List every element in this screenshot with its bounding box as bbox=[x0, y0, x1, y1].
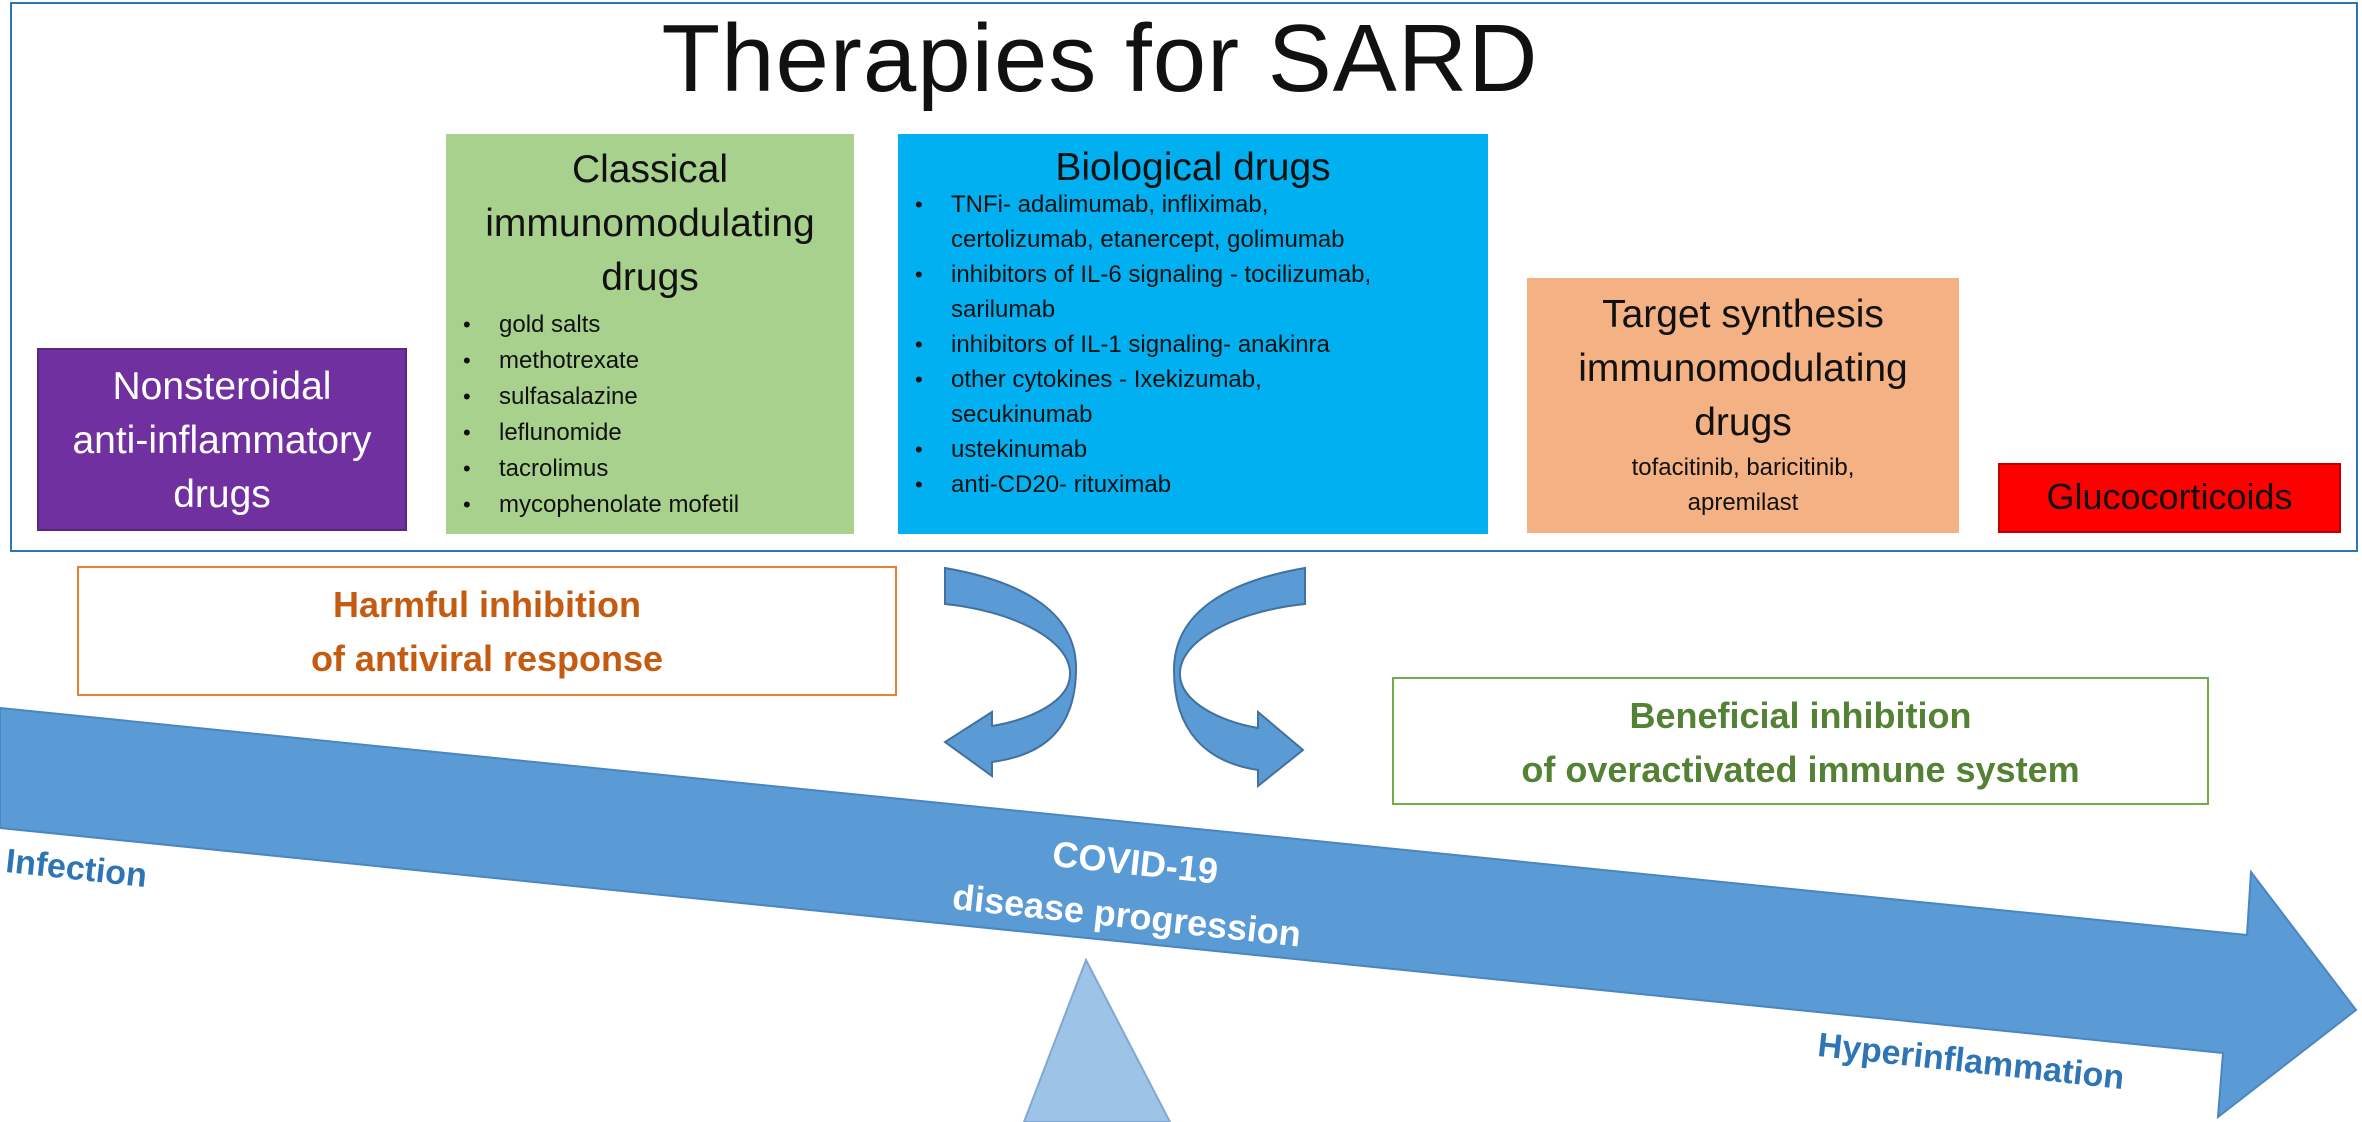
beneficial-inhibition-box: Beneficial inhibition of overactivated i… bbox=[1392, 677, 2209, 805]
classical-drug-item: sulfasalazine bbox=[463, 379, 854, 415]
classical-heading-line: Classical bbox=[571, 148, 729, 191]
classical-drug-list: gold salts methotrexate sulfasalazine le… bbox=[463, 307, 854, 523]
beneficial-line: Beneficial inhibition bbox=[1629, 695, 1972, 736]
classical-drug-item: methotrexate bbox=[463, 343, 854, 379]
biological-drug-item: anti-CD20- rituximab bbox=[915, 467, 1488, 502]
classical-drug-item: tacrolimus bbox=[463, 451, 854, 487]
target-drug-line: tofacitinib, baricitinib, bbox=[1631, 454, 1855, 481]
target-drug-list: tofacitinib, baricitinib, apremilast bbox=[1527, 450, 1959, 520]
fulcrum-triangle bbox=[1022, 957, 1172, 1122]
nsaid-box: Nonsteroidal anti-inflammatory drugs bbox=[37, 348, 407, 531]
biological-item-line: TNFi- adalimumab, infliximab, bbox=[951, 191, 1269, 218]
classical-heading-line: immunomodulating bbox=[485, 202, 815, 245]
biological-item-line: ustekinumab bbox=[951, 436, 1088, 463]
classical-heading: Classical immunomodulating drugs bbox=[446, 134, 854, 305]
biological-item-line: sarilumab bbox=[951, 296, 1056, 323]
nsaid-line: Nonsteroidal bbox=[112, 365, 332, 408]
diagram-title: Therapies for SARD bbox=[661, 5, 1539, 112]
biological-drug-list: TNFi- adalimumab, infliximab, certolizum… bbox=[915, 187, 1488, 502]
biological-item-line: certolizumab, etanercept, golimumab bbox=[951, 226, 1345, 253]
biological-heading: Biological drugs bbox=[1055, 146, 1331, 189]
biological-item-line: anti-CD20- rituximab bbox=[951, 471, 1172, 498]
beneficial-line: of overactivated immune system bbox=[1521, 749, 2080, 790]
classical-heading-line: drugs bbox=[601, 256, 699, 299]
target-heading-line: immunomodulating bbox=[1578, 347, 1908, 390]
glucocorticoids-box: Glucocorticoids bbox=[1998, 463, 2341, 533]
harmful-line: of antiviral response bbox=[310, 638, 664, 679]
harmful-inhibition-box: Harmful inhibition of antiviral response bbox=[77, 566, 897, 696]
target-heading-line: Target synthesis bbox=[1602, 293, 1884, 336]
biological-item-line: inhibitors of IL-1 signaling- anakinra bbox=[951, 331, 1330, 358]
nsaid-line: anti-inflammatory bbox=[72, 419, 372, 462]
biological-drug-item: inhibitors of IL-1 signaling- anakinra bbox=[915, 327, 1488, 362]
target-synthesis-box: Target synthesis immunomodulating drugs … bbox=[1527, 278, 1959, 533]
biological-item-line: other cytokines - Ixekizumab, bbox=[951, 366, 1262, 393]
biological-drug-item: inhibitors of IL-6 signaling - tocilizum… bbox=[915, 257, 1488, 327]
classical-drug-item: mycophenolate mofetil bbox=[463, 487, 854, 523]
harmful-line: Harmful inhibition bbox=[333, 584, 641, 625]
biological-item-line: secukinumab bbox=[951, 401, 1093, 428]
biological-item-line: inhibitors of IL-6 signaling - tocilizum… bbox=[951, 261, 1372, 288]
target-heading-line: drugs bbox=[1694, 401, 1792, 444]
classical-drug-item: leflunomide bbox=[463, 415, 854, 451]
therapies-frame bbox=[10, 2, 2358, 552]
progression-arrow bbox=[0, 706, 2358, 1120]
biological-drug-item: ustekinumab bbox=[915, 432, 1488, 467]
biological-drug-item: other cytokines - Ixekizumab, secukinuma… bbox=[915, 362, 1488, 432]
target-drug-line: apremilast bbox=[1687, 489, 1799, 516]
curved-arrow-left-icon bbox=[943, 566, 1078, 778]
curved-arrow-right-icon bbox=[1172, 566, 1306, 789]
target-heading: Target synthesis immunomodulating drugs bbox=[1527, 278, 1959, 450]
biological-drugs-box: Biological drugs TNFi- adalimumab, infli… bbox=[898, 134, 1488, 534]
biological-drug-item: TNFi- adalimumab, infliximab, certolizum… bbox=[915, 187, 1488, 257]
nsaid-line: drugs bbox=[173, 473, 271, 516]
classical-drug-item: gold salts bbox=[463, 307, 854, 343]
classical-drugs-box: Classical immunomodulating drugs gold sa… bbox=[446, 134, 854, 534]
